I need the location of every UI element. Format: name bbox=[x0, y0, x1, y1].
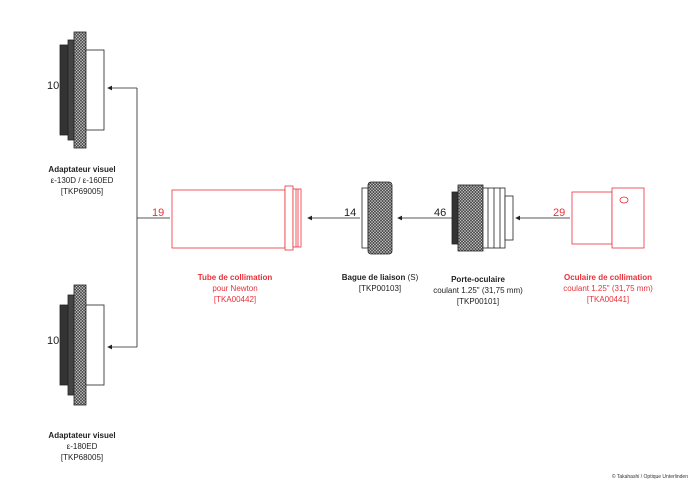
porte-subtitle: coulant 1.25" (31,75 mm) bbox=[433, 286, 523, 295]
adapter-bottom-ref: [TKP68005] bbox=[60, 453, 104, 462]
tube-ref: [TKA00442] bbox=[213, 295, 257, 304]
oculaire-title: Oculaire de collimation bbox=[563, 273, 653, 282]
tube-title: Tube de collimation bbox=[197, 273, 273, 282]
oculaire-drawing bbox=[571, 187, 645, 249]
bague-number: 14 bbox=[344, 207, 357, 219]
tube-label: Tube de collimation pour Newton [TKA0044… bbox=[198, 272, 273, 305]
porte-number: 46 bbox=[434, 207, 447, 219]
oculaire-subtitle: coulant 1.25" (31,75 mm) bbox=[563, 284, 653, 293]
bague-suffix: (S) bbox=[407, 273, 419, 282]
adapter-top-models: ε-130D / ε-160ED bbox=[50, 176, 114, 185]
adapter-top-drawing bbox=[59, 31, 105, 149]
porte-label: Porte-oculaire coulant 1.25" (31,75 mm) … bbox=[433, 274, 523, 307]
adapter-bottom-title: Adaptateur visuel bbox=[48, 431, 116, 440]
bague-drawing bbox=[361, 181, 393, 255]
adapter-bottom-models: ε-180ED bbox=[66, 442, 98, 451]
oculaire-ref: [TKA00441] bbox=[586, 295, 630, 304]
adapter-top-title: Adaptateur visuel bbox=[48, 165, 116, 174]
copyright: © Takahashi / Optique Unterlinden bbox=[611, 474, 688, 480]
adapter-bottom-number: 10 bbox=[47, 335, 60, 347]
tube-number: 19 bbox=[152, 207, 165, 219]
porte-ref: [TKP00101] bbox=[456, 297, 500, 306]
bague-label: Bague de liaison (S) [TKP00103] bbox=[342, 272, 418, 294]
adapter-top-number: 10 bbox=[47, 80, 60, 92]
adapter-bottom-drawing bbox=[59, 284, 105, 406]
porte-title: Porte-oculaire bbox=[451, 275, 505, 284]
porte-oculaire-drawing bbox=[451, 184, 514, 252]
tube-subtitle: pour Newton bbox=[212, 284, 258, 293]
bague-ref: [TKP00103] bbox=[358, 284, 402, 293]
oculaire-number: 29 bbox=[553, 207, 566, 219]
bague-title: Bague de liaison bbox=[341, 273, 406, 282]
connector-lines bbox=[107, 85, 570, 350]
tube-drawing bbox=[171, 185, 302, 251]
adapter-top-label: Adaptateur visuel ε-130D / ε-160ED [TKP6… bbox=[48, 164, 115, 197]
oculaire-label: Oculaire de collimation coulant 1.25" (3… bbox=[563, 272, 653, 305]
adapter-top-ref: [TKP69005] bbox=[60, 187, 104, 196]
adapter-bottom-label: Adaptateur visuel ε-180ED [TKP68005] bbox=[48, 430, 115, 463]
